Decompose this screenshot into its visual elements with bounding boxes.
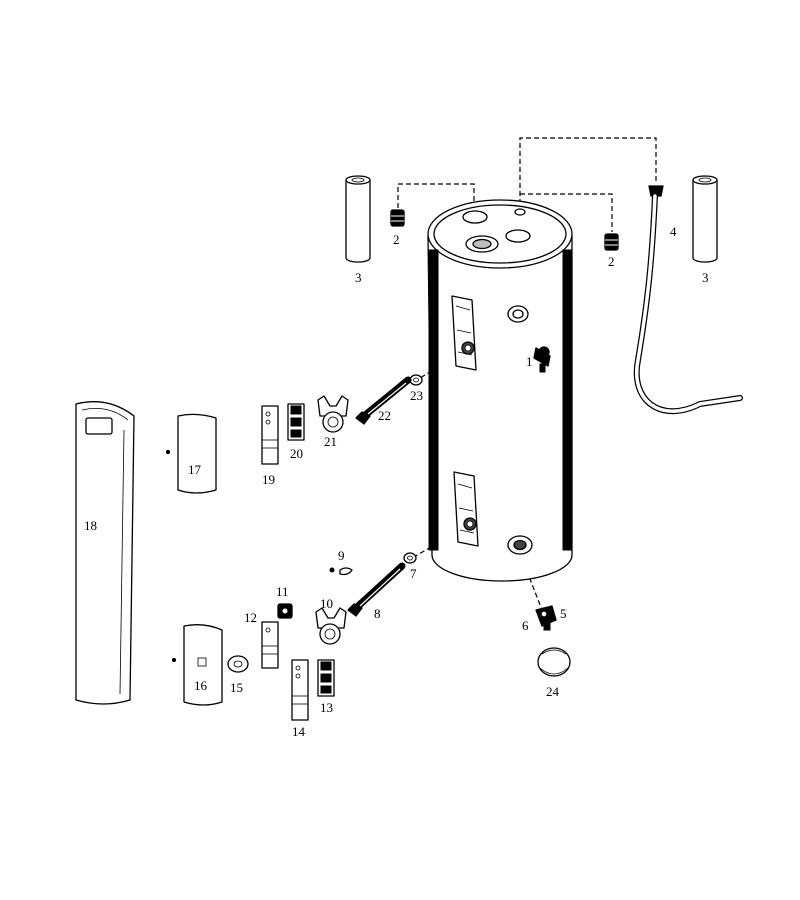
plug-washer: [227, 655, 249, 673]
callout-6: 6: [522, 618, 529, 633]
callout-labels: 1 2 2 3 3 4 5 6 7 8 9 10 11 12 13 14 15 …: [84, 224, 709, 739]
callout-22: 22: [378, 408, 391, 423]
callout-7: 7: [410, 566, 417, 581]
callout-21: 21: [324, 434, 337, 449]
pipe-insulation-right: [692, 175, 718, 263]
callout-8: 8: [374, 606, 381, 621]
callout-16: 16: [194, 678, 208, 693]
callout-2-left: 2: [393, 232, 400, 247]
water-heater-tank: [427, 199, 573, 582]
callout-10: 10: [320, 596, 333, 611]
callout-1: 1: [526, 354, 533, 369]
thermostat-insulation-upper: [261, 405, 279, 465]
callout-13: 13: [320, 700, 333, 715]
relief-valve: [533, 346, 551, 373]
callout-17: 17: [188, 462, 202, 477]
callout-3-left: 3: [355, 270, 362, 285]
front-jacket-panel: [75, 401, 135, 705]
callout-15: 15: [230, 680, 243, 695]
drain-valve: [535, 605, 557, 631]
thermostat-insulation-lower-a: [261, 621, 279, 669]
lower-thermostat: [317, 659, 335, 697]
callout-19: 19: [262, 472, 275, 487]
pipe-insulation-left: [345, 175, 371, 263]
terminal-block: [277, 603, 293, 619]
callout-14: 14: [292, 724, 306, 739]
drain-cap: [537, 647, 571, 677]
callout-9: 9: [338, 548, 345, 563]
upper-thermostat-bracket: [317, 395, 349, 433]
lower-thermostat-bracket: [315, 607, 347, 645]
upper-thermostat: [287, 403, 305, 441]
thermostat-insulation-lower-b: [291, 659, 309, 721]
callout-5: 5: [560, 606, 567, 621]
callout-3-right: 3: [702, 270, 709, 285]
upper-heating-element: [355, 376, 412, 425]
nipple-left: [390, 209, 405, 227]
element-gasket-lower: [403, 552, 417, 564]
dip-tube: [633, 185, 743, 415]
callout-20: 20: [290, 446, 303, 461]
callout-23: 23: [410, 388, 423, 403]
lower-access-cover: [171, 624, 223, 706]
callout-2-right: 2: [608, 254, 615, 269]
nipple-right: [604, 233, 619, 251]
callout-24: 24: [546, 684, 560, 699]
callout-12: 12: [244, 610, 257, 625]
callout-4: 4: [670, 224, 677, 239]
upper-access-cover: [165, 413, 217, 494]
element-gasket-upper: [409, 374, 423, 386]
callout-11: 11: [276, 584, 289, 599]
lower-heating-element: [347, 562, 406, 617]
screw: [329, 567, 353, 576]
callout-18: 18: [84, 518, 97, 533]
